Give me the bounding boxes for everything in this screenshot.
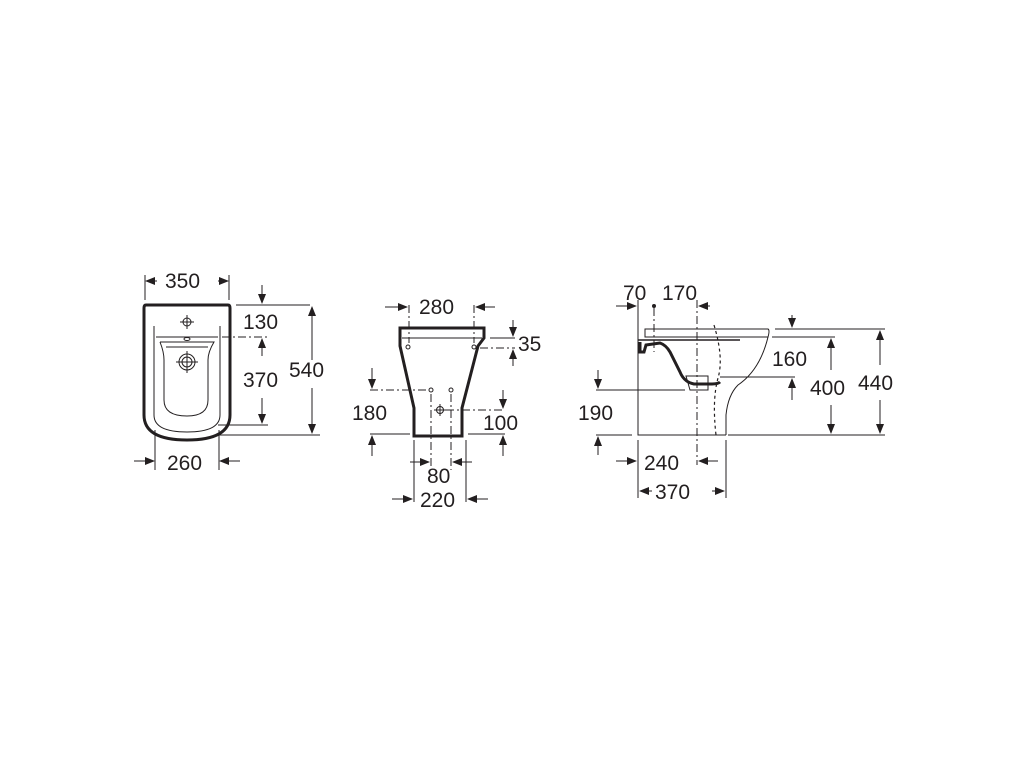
dim-280: 280 [419, 296, 454, 319]
dim-180: 180 [352, 402, 387, 425]
dim-440: 440 [858, 372, 893, 395]
dim-370-length: 370 [655, 481, 690, 504]
dim-35: 35 [518, 333, 541, 356]
dim-70: 70 [623, 282, 646, 305]
side-view: 70 170 160 400 440 190 240 370 [578, 282, 893, 504]
dim-130: 130 [243, 311, 278, 334]
dim-400: 400 [810, 377, 845, 400]
top-view: 350 130 370 540 260 [134, 270, 324, 475]
dim-540: 540 [289, 359, 324, 382]
dim-170: 170 [662, 282, 697, 305]
dim-80: 80 [427, 465, 450, 488]
rear-view: 280 35 180 100 80 220 [352, 296, 541, 512]
dim-370: 370 [243, 369, 278, 392]
dim-220: 220 [420, 489, 455, 512]
dim-260: 260 [167, 452, 202, 475]
dim-190: 190 [578, 402, 613, 425]
dim-100: 100 [483, 412, 518, 435]
dim-240: 240 [644, 452, 679, 475]
dim-160: 160 [772, 348, 807, 371]
dim-350: 350 [165, 270, 200, 293]
